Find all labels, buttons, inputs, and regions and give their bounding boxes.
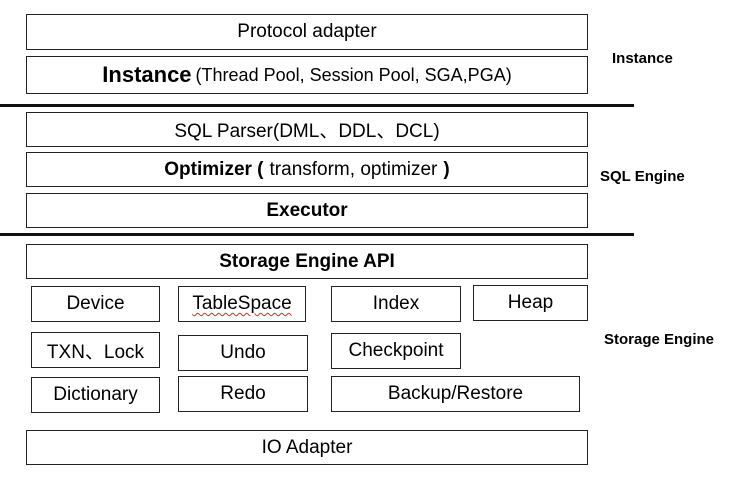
redo-box: Redo <box>178 376 308 412</box>
index-box: Index <box>331 286 461 322</box>
undo-box: Undo <box>178 335 308 371</box>
instance-title: Instance <box>102 62 192 87</box>
optimizer-title: Optimizer ( <box>164 158 264 180</box>
redo-label: Redo <box>220 383 266 404</box>
io-adapter-label: IO Adapter <box>261 436 353 458</box>
dictionary-label: Dictionary <box>53 384 138 405</box>
instance-sql-separator <box>0 104 634 107</box>
checkpoint-label: Checkpoint <box>348 340 444 361</box>
checkpoint-box: Checkpoint <box>331 333 461 369</box>
tablespace-label: TableSpace <box>192 293 292 314</box>
sql-parser-box: SQL Parser(DML、DDL、DCL) <box>26 112 588 147</box>
storage-engine-api-label: Storage Engine API <box>219 250 395 272</box>
io-adapter-box: IO Adapter <box>26 430 588 465</box>
storage-engine-layer-label: Storage Engine <box>604 331 715 348</box>
index-label: Index <box>372 293 420 314</box>
optimizer-box: Optimizer ( transform, optimizer ) <box>26 152 588 187</box>
txn-lock-box: TXN、Lock <box>31 332 160 368</box>
dictionary-box: Dictionary <box>31 377 160 413</box>
device-box: Device <box>31 286 160 322</box>
instance-box: Instance (Thread Pool, Session Pool, SGA… <box>26 56 588 94</box>
protocol-adapter-box: Protocol adapter <box>26 14 588 50</box>
txn-lock-label: TXN、Lock <box>46 341 145 363</box>
heap-box: Heap <box>473 285 588 321</box>
sql-engine-layer-label: SQL Engine <box>600 168 685 185</box>
backup-restore-label: Backup/Restore <box>387 383 524 404</box>
storage-engine-api-box: Storage Engine API <box>26 244 588 279</box>
executor-label: Executor <box>266 199 348 221</box>
tablespace-box: TableSpace <box>178 286 306 322</box>
protocol-adapter-label: Protocol adapter <box>237 21 377 42</box>
device-label: Device <box>66 293 125 314</box>
optimizer-close: ) <box>443 158 450 180</box>
undo-label: Undo <box>220 342 266 363</box>
sql-storage-separator <box>0 233 634 236</box>
heap-label: Heap <box>507 292 554 313</box>
optimizer-detail: transform, optimizer <box>269 158 438 180</box>
backup-restore-box: Backup/Restore <box>331 376 580 412</box>
instance-detail: (Thread Pool, Session Pool, SGA,PGA) <box>195 64 512 85</box>
sql-parser-label: SQL Parser(DML、DDL、DCL) <box>174 121 440 142</box>
executor-box: Executor <box>26 193 588 228</box>
instance-layer-label: Instance <box>612 50 673 67</box>
